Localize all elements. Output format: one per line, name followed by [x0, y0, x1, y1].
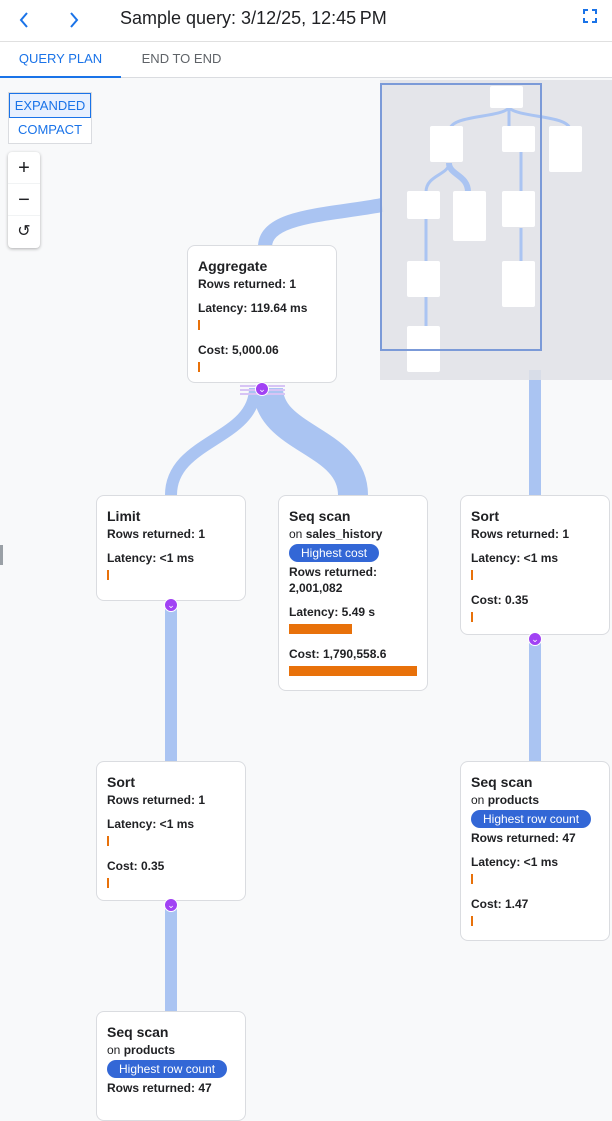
- node-table: on products: [107, 1043, 176, 1057]
- rows-returned: Rows returned: 1: [107, 793, 206, 807]
- rows-returned-value: 2,001,082: [289, 581, 343, 595]
- minimap-node: [502, 191, 535, 227]
- minimap-node: [502, 261, 535, 307]
- minimap-node: [502, 126, 535, 152]
- cost-bar: [198, 362, 200, 372]
- view-mode-toggle: EXPANDED COMPACT: [8, 92, 92, 144]
- highlight-badge: Highest row count: [107, 1060, 228, 1078]
- reset-zoom-button[interactable]: ↺: [17, 223, 31, 240]
- compact-button[interactable]: COMPACT: [17, 122, 83, 137]
- cost-bar: [289, 666, 417, 676]
- minimap-node: [490, 86, 523, 108]
- rows-returned: Rows returned: 47: [107, 1081, 212, 1095]
- cost: Cost: 1,790,558.6: [289, 647, 387, 661]
- edge-aggregate-limit: [165, 387, 261, 496]
- cost: Cost: 0.35: [471, 593, 529, 607]
- zoom-in-button[interactable]: +: [8, 152, 40, 184]
- node-title: Seq scan: [471, 774, 533, 790]
- latency-bar: [289, 624, 352, 634]
- node-title: Sort: [107, 774, 135, 790]
- latency: Latency: 119.64 ms: [198, 301, 308, 315]
- minimap-node: [407, 191, 440, 219]
- zoom-controls: + − ↺: [8, 152, 40, 248]
- tab-query-plan[interactable]: QUERY PLAN: [0, 42, 121, 78]
- latency: Latency: <1 ms: [107, 817, 195, 831]
- cost: Cost: 0.35: [107, 859, 165, 873]
- latency: Latency: <1 ms: [471, 855, 559, 869]
- cost-bar: [471, 916, 473, 926]
- edge-aggregate-upstream: [258, 198, 384, 249]
- latency-bar: [471, 874, 473, 884]
- zoom-out-button[interactable]: −: [8, 184, 40, 216]
- minimap-node: [549, 126, 582, 172]
- minimap-node: [430, 126, 463, 162]
- side-panel-resize-handle[interactable]: [0, 545, 3, 565]
- expand-chevron-icon[interactable]: ⌄: [255, 382, 269, 396]
- cost-bar: [471, 612, 473, 622]
- node-title: Seq scan: [107, 1024, 169, 1040]
- tab-bar: QUERY PLAN END TO END: [0, 42, 612, 78]
- fullscreen-icon[interactable]: [583, 9, 597, 23]
- latency-bar: [198, 320, 200, 330]
- header: Sample query: 3/12/25, 12:45 PM: [0, 0, 612, 42]
- node-title: Limit: [107, 508, 141, 524]
- node-table: on sales_history: [289, 527, 383, 541]
- latency-bar: [107, 570, 109, 580]
- chevron-left-icon: [19, 12, 28, 28]
- cost-bar: [107, 878, 109, 888]
- expand-chevron-icon[interactable]: ⌄: [528, 632, 542, 646]
- rows-returned: Rows returned: 47: [471, 831, 576, 845]
- latency: Latency: 5.49 s: [289, 605, 376, 619]
- node-title: Seq scan: [289, 508, 351, 524]
- rows-returned: Rows returned: 1: [107, 527, 206, 541]
- expand-chevron-icon[interactable]: ⌄: [164, 898, 178, 912]
- node-title: Sort: [471, 508, 499, 524]
- latency-bar: [471, 570, 473, 580]
- edge-aggregate-seqscan: [253, 386, 368, 497]
- tab-end-to-end[interactable]: END TO END: [141, 51, 222, 66]
- node-table: on products: [471, 793, 540, 807]
- minimap-node: [407, 261, 440, 297]
- chevron-right-icon: [70, 12, 79, 28]
- cost: Cost: 1.47: [471, 897, 529, 911]
- node-title: Aggregate: [198, 258, 268, 274]
- back-button[interactable]: [12, 8, 36, 32]
- highlight-badge: Highest cost: [289, 544, 380, 562]
- minimap[interactable]: [380, 80, 612, 380]
- expanded-button[interactable]: EXPANDED: [9, 93, 91, 118]
- cost: Cost: 5,000.06: [198, 343, 279, 357]
- minimap-node: [453, 191, 486, 241]
- latency-bar: [107, 836, 109, 846]
- rows-returned-label: Rows returned:: [289, 565, 378, 579]
- minimap-viewport[interactable]: [380, 83, 542, 351]
- forward-button[interactable]: [62, 8, 86, 32]
- expand-chevron-icon[interactable]: ⌄: [164, 598, 178, 612]
- page-title: Sample query: 3/12/25, 12:45 PM: [120, 8, 387, 28]
- highlight-badge: Highest row count: [471, 810, 592, 828]
- rows-returned: Rows returned: 1: [471, 527, 570, 541]
- latency: Latency: <1 ms: [107, 551, 195, 565]
- rows-returned: Rows returned: 1: [198, 277, 297, 291]
- latency: Latency: <1 ms: [471, 551, 559, 565]
